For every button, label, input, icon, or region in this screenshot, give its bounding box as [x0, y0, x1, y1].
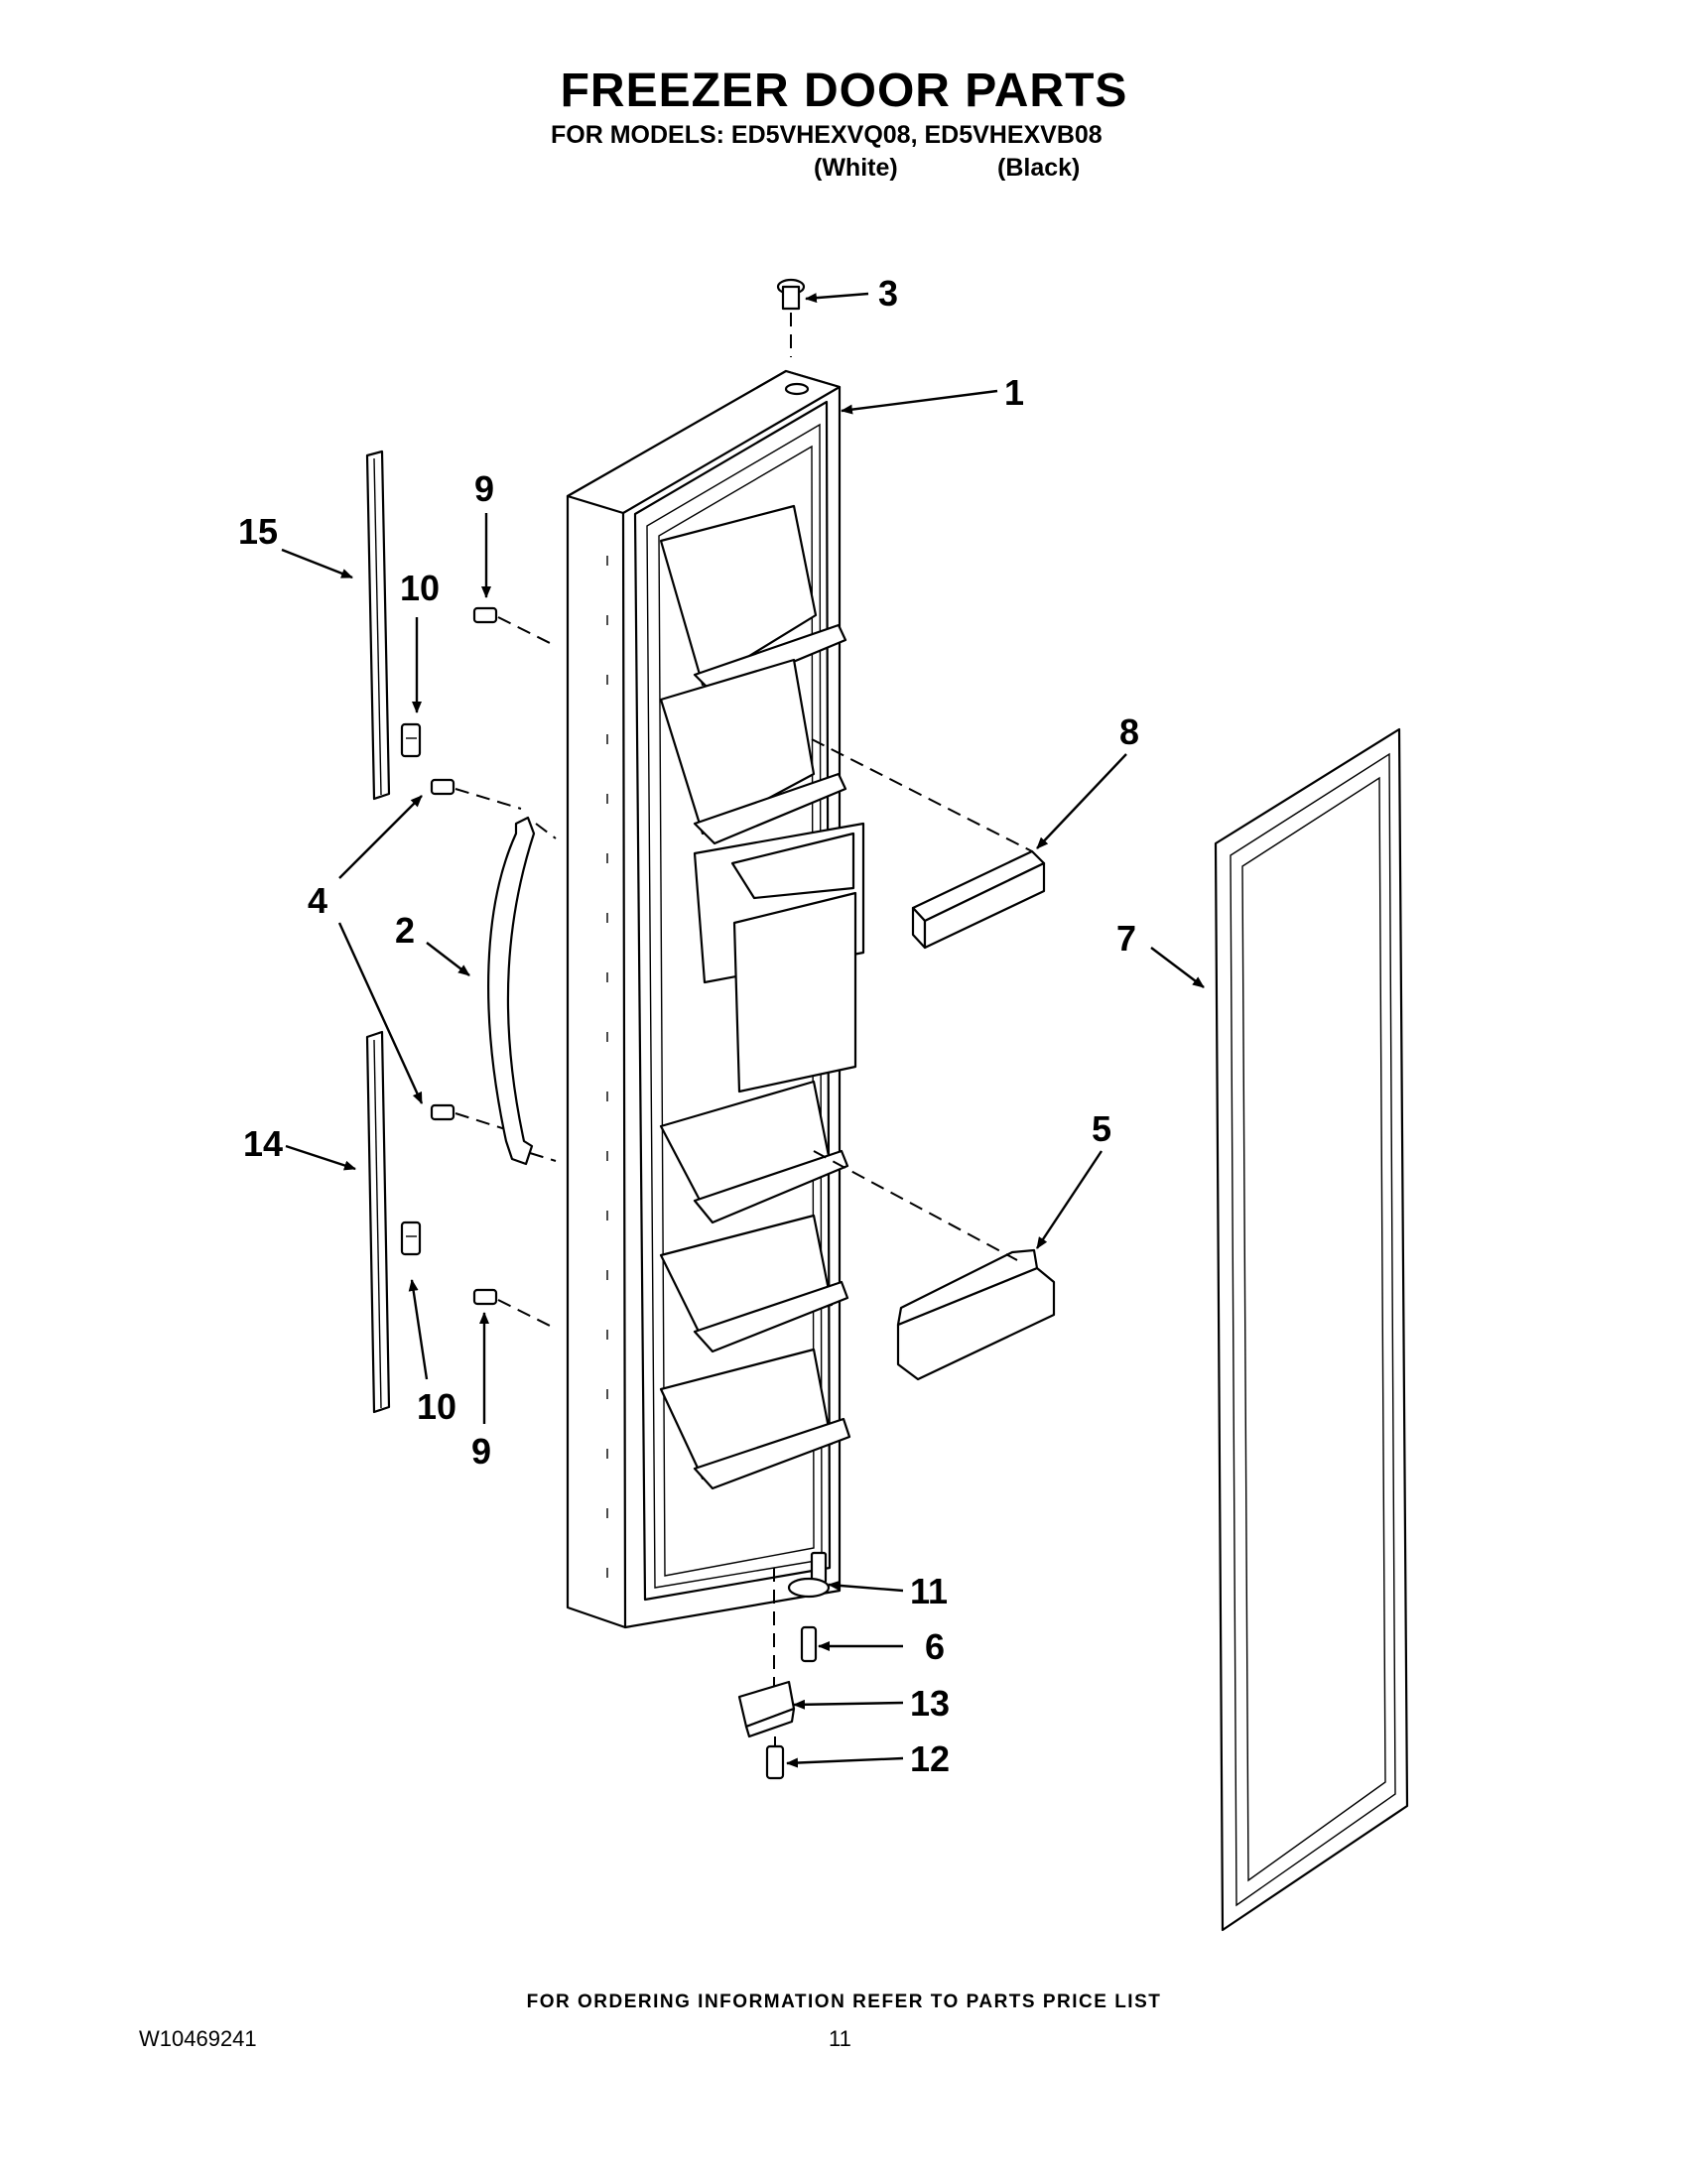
document-number: W10469241 — [139, 2026, 257, 2051]
screw-9-lower — [472, 1288, 555, 1329]
upper-trim-strip — [365, 450, 391, 801]
callout-14: 14 — [243, 1123, 283, 1164]
screw-9-upper — [472, 606, 555, 646]
page-number: 11 — [829, 2026, 851, 2051]
callout-10-lower: 10 — [417, 1386, 456, 1427]
callout-15: 15 — [238, 511, 278, 552]
callout-4: 4 — [308, 880, 327, 921]
screw-4-lower — [430, 1103, 522, 1135]
dispenser-rail — [811, 738, 1046, 950]
callout-10-upper: 10 — [400, 568, 440, 608]
callout-8: 8 — [1119, 711, 1139, 752]
ordering-note: FOR ORDERING INFORMATION REFER TO PARTS … — [526, 1991, 1162, 2012]
model-2-color: (Black) — [997, 154, 1081, 182]
callout-2: 2 — [395, 910, 415, 951]
models-line: FOR MODELS: ED5VHEXVQ08, ED5VHEXVB08 — [551, 121, 1103, 149]
trim-clip-lower — [400, 1220, 422, 1256]
callout-9-upper: 9 — [474, 468, 494, 509]
callout-11: 11 — [910, 1571, 948, 1611]
callout-5: 5 — [1092, 1108, 1111, 1149]
bottom-hinge-13 — [737, 1680, 796, 1738]
hinge-screw-12 — [765, 1736, 785, 1780]
callout-7: 7 — [1116, 918, 1136, 959]
door-handle — [487, 816, 557, 1166]
model-1-color: (White) — [814, 154, 898, 182]
screw-4-upper — [430, 778, 522, 810]
callout-1: 1 — [1004, 372, 1024, 413]
freezer-door-assembly — [566, 369, 865, 1629]
callout-arrows — [281, 292, 1205, 1768]
lower-trim-strip — [365, 1030, 391, 1414]
callout-6: 6 — [925, 1626, 945, 1667]
door-gasket — [1214, 727, 1409, 1932]
hinge-screw-6 — [800, 1625, 818, 1663]
door-bin — [813, 1150, 1056, 1381]
callout-9-lower: 9 — [471, 1431, 491, 1472]
callout-3: 3 — [878, 273, 898, 314]
trim-clip-upper — [400, 722, 422, 758]
hinge-bushing — [776, 278, 806, 357]
callout-13: 13 — [910, 1683, 950, 1724]
callout-12: 12 — [910, 1738, 950, 1779]
page-title: FREEZER DOOR PARTS — [560, 64, 1128, 117]
